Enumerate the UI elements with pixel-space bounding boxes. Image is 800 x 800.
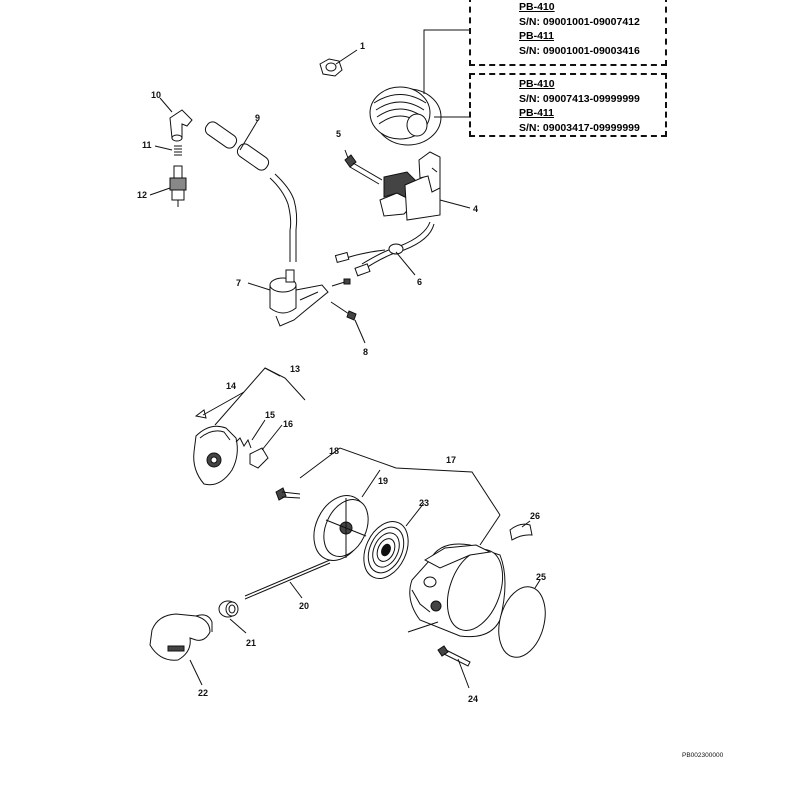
part-11-spring	[154, 145, 182, 156]
part-9-lead	[204, 119, 298, 262]
label-20: 20	[299, 601, 309, 611]
serial-range: S/N: 09003417-09999999	[519, 121, 640, 134]
diagram-code: PB002300000	[682, 752, 724, 759]
model-name: PB-411	[519, 30, 555, 42]
part-22-handle	[149, 613, 213, 686]
label-17: 17	[446, 455, 456, 465]
label-13: 13	[290, 364, 300, 374]
part-13-pawl-assembly	[193, 367, 306, 486]
part-15-spring	[235, 419, 266, 449]
label-12: 12	[137, 190, 147, 200]
label-9: 9	[255, 113, 260, 123]
label-6: 6	[417, 277, 422, 287]
variant-box-part-3: PB-410 S/N: 09007413-09999999 PB-411 S/N…	[469, 73, 667, 137]
label-15: 15	[265, 410, 275, 420]
part-12-spark-plug	[149, 165, 187, 207]
label-22: 22	[198, 688, 208, 698]
part-16-pawl	[249, 424, 283, 469]
variant-box-part-2: PB-410 S/N: 09001001-09007412 PB-411 S/N…	[469, 0, 667, 66]
model-name: PB-411	[519, 107, 555, 119]
part-number-labels: 1 2 3 4 5 6 7 8 9 10 11 12 13 14 15 16 1…	[137, 25, 546, 704]
label-4: 4	[473, 204, 478, 214]
part-1-nut	[319, 49, 358, 77]
part-21-guide	[218, 600, 247, 634]
part-8-screws	[330, 278, 366, 344]
part-6-wire-harness	[334, 221, 435, 277]
part-7-ignition-coil	[247, 269, 329, 327]
label-7: 7	[236, 278, 241, 288]
part-26-label	[509, 520, 533, 541]
label-11: 11	[142, 140, 152, 150]
part-23-recoil-spring	[363, 502, 425, 579]
part-19-reel	[313, 469, 381, 561]
serial-range: S/N: 09007413-09999999	[519, 92, 640, 105]
label-26: 26	[530, 511, 540, 521]
label-24: 24	[468, 694, 478, 704]
label-8: 8	[363, 347, 368, 357]
label-19: 19	[378, 476, 388, 486]
serial-range: S/N: 09001001-09007412	[519, 15, 640, 28]
part-2-flywheel	[369, 29, 487, 146]
part-5-bolt	[344, 149, 383, 185]
part-4-ignition-module	[379, 151, 471, 221]
label-18: 18	[329, 446, 339, 456]
part-24-screw	[437, 645, 471, 689]
label-14: 14	[226, 381, 236, 391]
label-16: 16	[283, 419, 293, 429]
model-name: PB-410	[519, 1, 555, 13]
part-10-plug-cap	[159, 97, 193, 142]
part-17-starter-housing	[407, 514, 506, 638]
label-1: 1	[360, 41, 365, 51]
label-10: 10	[151, 90, 161, 100]
label-23: 23	[419, 498, 429, 508]
serial-range: S/N: 09001001-09003416	[519, 44, 640, 57]
label-21: 21	[246, 638, 256, 648]
label-25: 25	[536, 572, 546, 582]
part-18-bolt	[275, 447, 501, 516]
part-25-cover	[498, 579, 546, 658]
part-20-rope	[244, 559, 331, 600]
model-name: PB-410	[519, 78, 555, 90]
label-5: 5	[336, 129, 341, 139]
